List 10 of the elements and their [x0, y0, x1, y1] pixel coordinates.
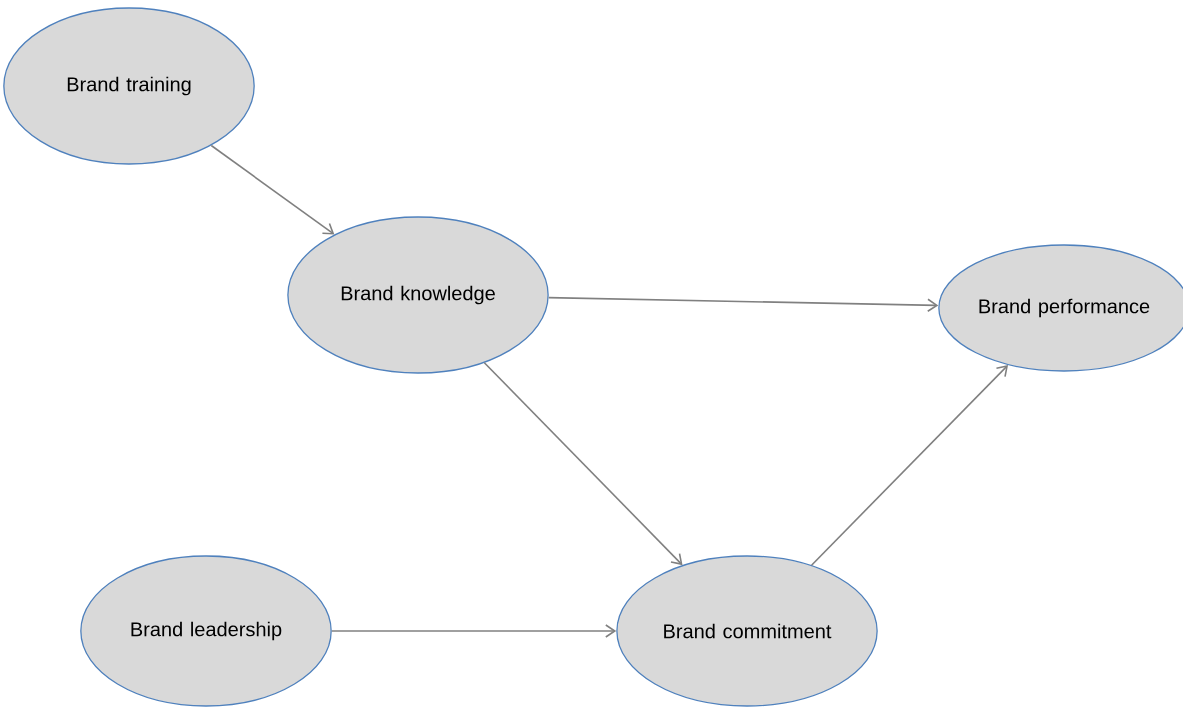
arrow — [210, 144, 335, 235]
ellipse-node: Brand training — [3, 7, 255, 165]
ellipse-node: Brand knowledge — [287, 216, 549, 374]
arrow — [483, 361, 683, 566]
ellipse-node: Brand performance — [938, 244, 1183, 372]
ellipse-node: Brand leadership — [80, 555, 332, 707]
ellipse-node: Brand commitment — [616, 555, 878, 707]
arrow — [331, 624, 617, 638]
arrow — [810, 365, 1009, 566]
arrow — [547, 296, 939, 313]
